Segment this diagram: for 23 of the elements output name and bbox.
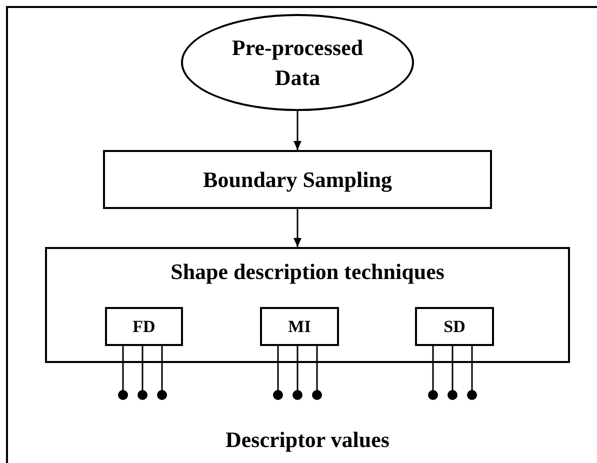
group-box (45, 247, 570, 363)
arrow (294, 111, 302, 150)
process-box (103, 150, 492, 209)
output-pin-line (118, 344, 128, 400)
node-text: MI (288, 316, 311, 338)
method-box (415, 307, 494, 346)
node-text: FD (132, 316, 156, 338)
method-box (105, 307, 183, 346)
output-pin-line (273, 344, 283, 400)
node-text: SD (444, 316, 466, 338)
output-pin-line (138, 344, 148, 400)
output-pin-line (467, 344, 477, 400)
node-text: Pre-processed Data (230, 34, 364, 92)
method-box (260, 307, 339, 346)
arrow (294, 209, 302, 247)
output-pin-line (428, 344, 438, 400)
group-title: Shape description techniques (170, 258, 446, 286)
output-pin-line (312, 344, 322, 400)
output-pin-line (157, 344, 167, 400)
output-pin-line (292, 344, 302, 400)
output-pin-line (448, 344, 458, 400)
output-label: Descriptor values (224, 426, 390, 454)
node-text: Boundary Sampling (203, 166, 392, 194)
